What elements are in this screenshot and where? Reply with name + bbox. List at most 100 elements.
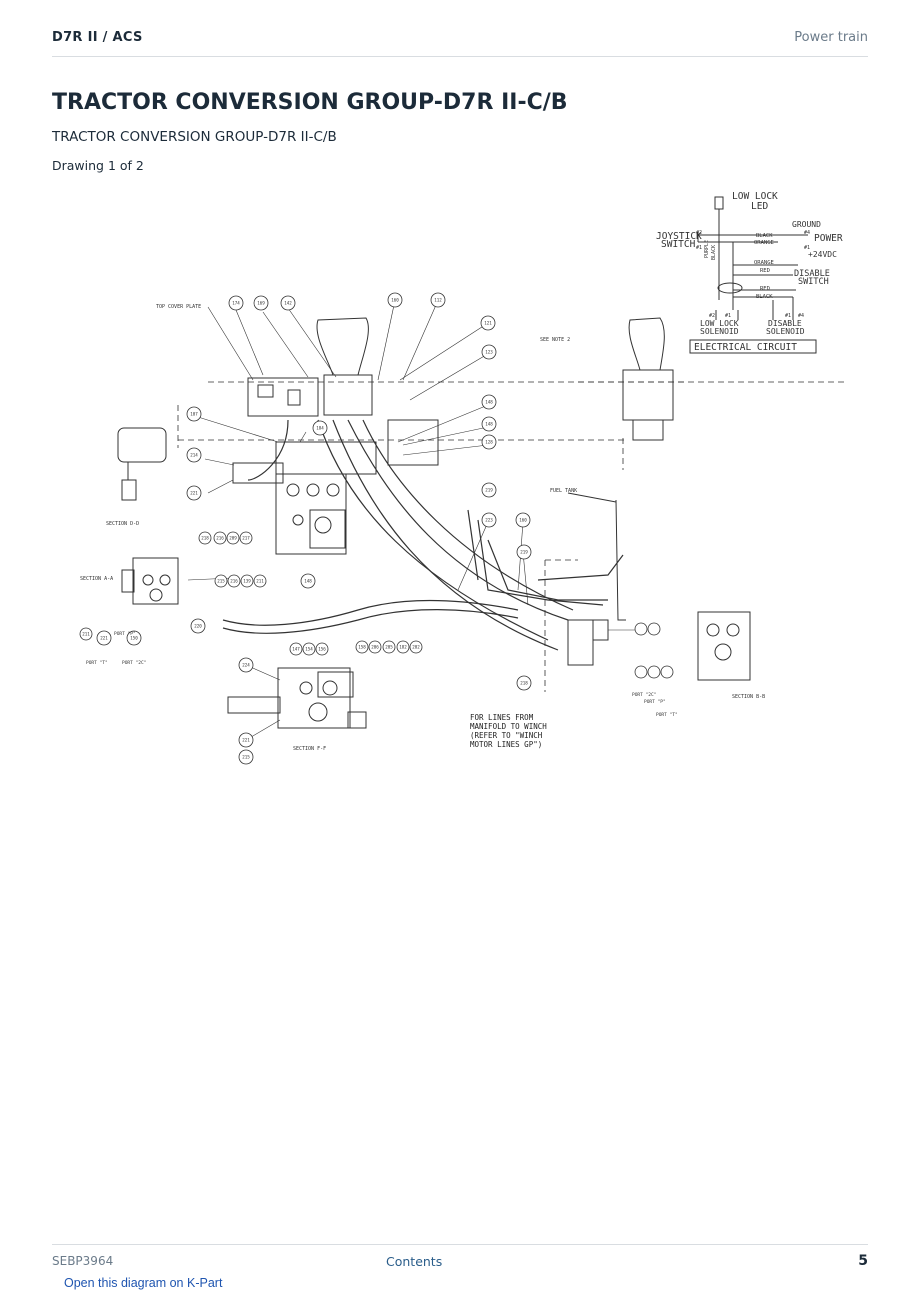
label-section-dd: SECTION D-D <box>106 521 139 527</box>
label-port-2c: PORT "2C" <box>122 660 146 666</box>
wire-orange-2: ORANGE <box>754 260 774 266</box>
callout-number: 211 <box>82 632 90 637</box>
wire-red: RED <box>760 268 770 274</box>
callout-number: 128 <box>485 440 493 445</box>
page-title: TRACTOR CONVERSION GROUP-D7R II-C/B <box>52 90 568 115</box>
label-port-2c-b: PORT "2C" <box>632 692 656 698</box>
electrical-circuit <box>689 196 817 354</box>
callout-number: 156 <box>318 647 326 652</box>
label-solenoid-2: SOLENOID <box>766 327 805 336</box>
section-ff-detail <box>227 667 367 729</box>
label-electrical-circuit: ELECTRICAL CIRCUIT <box>694 342 797 353</box>
callout-number: 160 <box>519 518 527 523</box>
parts-diagram: LOW LOCK LED JOYSTICK SWITCH GROUND POWE… <box>79 191 848 765</box>
wire-black-2: BLACK <box>756 294 773 300</box>
label-solenoid-1: SOLENOID <box>700 327 739 336</box>
left-tank <box>117 427 167 501</box>
callout-number: 219 <box>520 550 528 555</box>
callout-balloons <box>79 292 674 765</box>
callout-numbers: 174 169 142 160 112 121 123 148 148 128 107 184 214 2… <box>82 298 528 760</box>
callout-number: 174 <box>232 301 240 306</box>
leader-lines <box>187 304 638 741</box>
callout-number: 148 <box>485 422 493 427</box>
callout-number: 214 <box>190 453 198 458</box>
label-led: LED <box>751 201 768 212</box>
callout-number: 223 <box>485 518 493 523</box>
valve-assembly-right <box>622 317 751 681</box>
callout-number: 224 <box>242 663 250 668</box>
pin-d4: #4 <box>798 313 804 319</box>
page-number: 5 <box>858 1253 868 1269</box>
label-section-ff: SECTION F-F <box>293 746 326 752</box>
callout-number: 150 <box>130 636 138 641</box>
label-vdc: +24VDC <box>808 250 837 259</box>
pin-c2: #2 <box>709 313 715 319</box>
callout-number: 221 <box>242 738 250 743</box>
page-subtitle: TRACTOR CONVERSION GROUP-D7R II-C/B <box>52 129 337 145</box>
callout-number: 148 <box>304 579 312 584</box>
callout-number: 209 <box>229 536 237 541</box>
pin-b1: #1 <box>804 245 810 251</box>
callout-number: 218 <box>201 536 209 541</box>
pin-a1: #1 <box>696 245 702 251</box>
label-section-bb: SECTION B-B <box>732 694 765 700</box>
pin-d1: #1 <box>785 313 791 319</box>
label-port-p: PORT "P" <box>114 631 136 637</box>
callout-number: 123 <box>485 350 493 355</box>
label-port-p-b: PORT "P" <box>644 699 666 705</box>
callout-number: 169 <box>257 301 265 306</box>
label-fuel-tank: FUEL TANK <box>550 488 577 494</box>
label-disable-switch: SWITCH <box>798 277 829 287</box>
wire-red-2: RED <box>760 286 770 292</box>
wire-orange: ORANGE <box>754 240 774 246</box>
callout-number: 148 <box>485 400 493 405</box>
label-section-aa: SECTION A-A <box>80 576 113 582</box>
section-aa-detail <box>121 557 179 605</box>
note-line-1: FOR LINES FROM <box>470 713 534 722</box>
label-power: POWER <box>814 233 843 244</box>
callout-number: 139 <box>243 579 251 584</box>
label-disable-solenoid: DISABLE <box>768 319 802 328</box>
callout-number: 219 <box>485 488 493 493</box>
callout-number: 211 <box>256 579 264 584</box>
callout-number: 206 <box>371 645 379 650</box>
label-joystick: JOYSTICK <box>656 231 702 242</box>
section-label: Power train <box>794 30 868 45</box>
hoses <box>222 419 624 651</box>
pin-c1: #1 <box>725 313 731 319</box>
label-see-note-2: SEE NOTE 2 <box>540 337 570 343</box>
pin-b4: #4 <box>804 230 810 236</box>
label-joystick-switch: SWITCH <box>661 239 696 250</box>
document-id: SEBP3964 <box>52 1254 114 1268</box>
note-line-4: MOTOR LINES GP") <box>470 740 542 749</box>
wire-black-3: BLACK <box>711 245 717 260</box>
contents-link[interactable]: Contents <box>386 1254 443 1269</box>
callout-number: 221 <box>100 636 108 641</box>
pin-a2: #2 <box>696 230 702 236</box>
label-disable: DISABLE <box>794 269 830 279</box>
callout-number: 142 <box>284 301 292 306</box>
open-k-part-link[interactable]: Open this diagram on K-Part <box>64 1276 223 1290</box>
callout-number: 121 <box>484 321 492 326</box>
wire-black: BLACK <box>756 233 773 239</box>
callout-number: 158 <box>358 645 366 650</box>
valve-assembly-main <box>232 317 439 555</box>
fuel-tank <box>567 492 626 621</box>
callout-number: 112 <box>434 298 442 303</box>
drawing-label: Drawing 1 of 2 <box>52 158 144 173</box>
label-ground: GROUND <box>792 220 821 229</box>
callout-number: 154 <box>305 647 313 652</box>
label-port-t-b: PORT "T" <box>656 712 678 718</box>
callout-number: 147 <box>292 647 300 652</box>
callout-number: 184 <box>316 426 324 431</box>
callout-number: 217 <box>242 536 250 541</box>
callout-number: 221 <box>190 491 198 496</box>
breadcrumb[interactable]: D7R II / ACS <box>52 30 143 45</box>
junction-block <box>567 619 609 666</box>
label-port-t: PORT "T" <box>86 660 108 666</box>
callout-number: 216 <box>216 536 224 541</box>
note-line-2: MANIFOLD TO WINCH <box>470 722 547 731</box>
callout-number: 107 <box>190 412 198 417</box>
callout-number: 220 <box>194 624 202 629</box>
callout-number: 182 <box>399 645 407 650</box>
